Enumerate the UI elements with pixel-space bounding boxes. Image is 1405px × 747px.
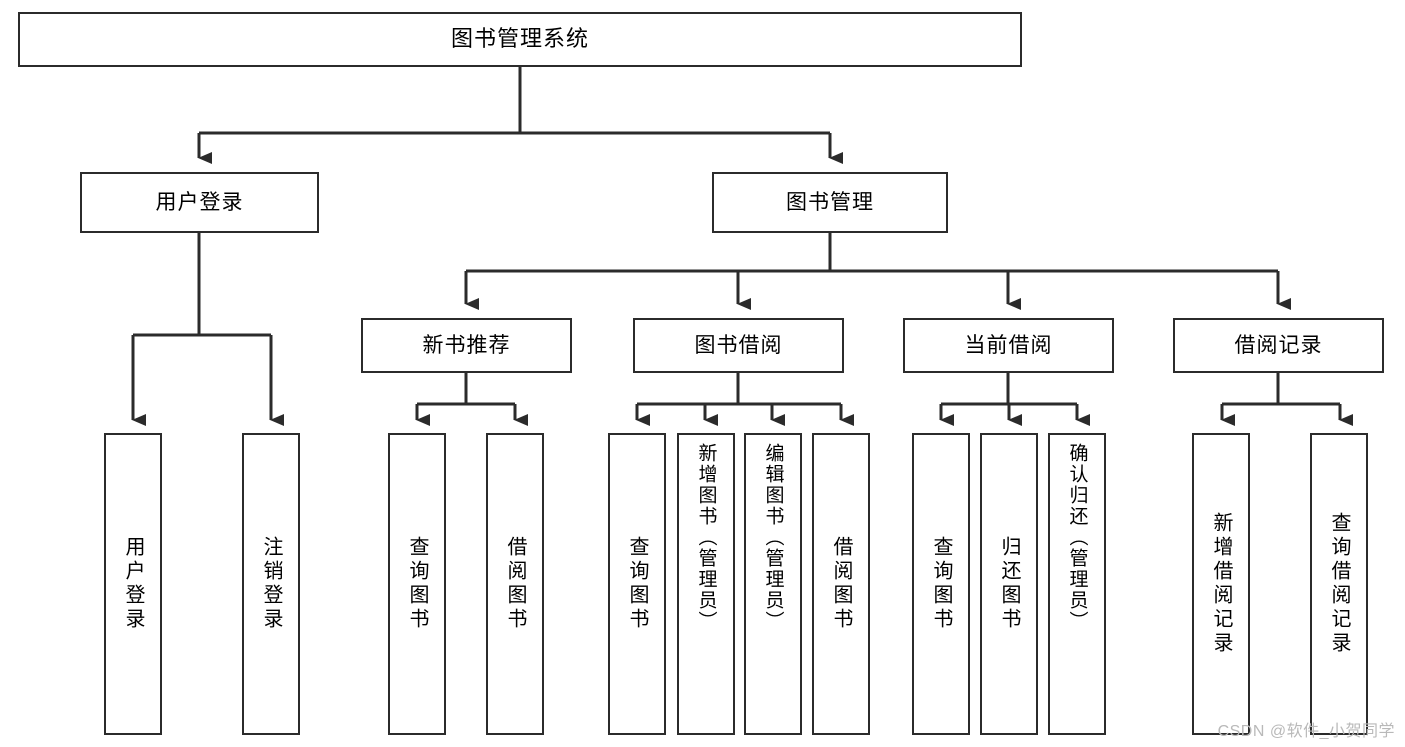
- leaf-return-book[interactable]: 归还图书: [980, 433, 1038, 735]
- leaf-add-book-label: 新增图书（管理员）: [695, 443, 717, 632]
- leaf-borrow-book-1[interactable]: 借阅图书: [486, 433, 544, 735]
- leaf-add-record-label: 新增借阅记录: [1210, 512, 1232, 656]
- node-borrow-record[interactable]: 借阅记录: [1173, 318, 1384, 373]
- leaf-edit-book-label: 编辑图书（管理员）: [762, 443, 784, 632]
- leaf-confirm-return-label: 确认归还（管理员）: [1066, 443, 1088, 632]
- node-user-login[interactable]: 用户登录: [80, 172, 319, 233]
- leaf-query-book-2[interactable]: 查询图书: [608, 433, 666, 735]
- node-book-borrow-label: 图书借阅: [694, 333, 783, 357]
- leaf-query-book-2-label: 查询图书: [626, 536, 648, 632]
- leaf-confirm-return[interactable]: 确认归还（管理员）: [1048, 433, 1106, 735]
- leaf-query-book-3-label: 查询图书: [930, 536, 952, 632]
- leaf-borrow-book-2[interactable]: 借阅图书: [812, 433, 870, 735]
- node-borrow-record-label: 借阅记录: [1234, 333, 1323, 357]
- node-new-book-rec-label: 新书推荐: [422, 333, 511, 357]
- leaf-add-record[interactable]: 新增借阅记录: [1192, 433, 1250, 735]
- node-root[interactable]: 图书管理系统: [18, 12, 1022, 67]
- csdn-watermark: CSDN @软件_小贺同学: [1217, 723, 1395, 740]
- node-root-label: 图书管理系统: [450, 26, 589, 52]
- node-user-login-label: 用户登录: [155, 190, 244, 214]
- leaf-logout[interactable]: 注销登录: [242, 433, 300, 735]
- leaf-borrow-book-1-label: 借阅图书: [504, 536, 526, 632]
- node-book-manage[interactable]: 图书管理: [712, 172, 948, 233]
- node-current-borrow[interactable]: 当前借阅: [903, 318, 1114, 373]
- leaf-return-book-label: 归还图书: [998, 536, 1020, 632]
- leaf-user-login[interactable]: 用户登录: [104, 433, 162, 735]
- leaf-query-record-label: 查询借阅记录: [1328, 512, 1350, 656]
- node-book-borrow[interactable]: 图书借阅: [633, 318, 844, 373]
- leaf-edit-book[interactable]: 编辑图书（管理员）: [744, 433, 802, 735]
- leaf-add-book[interactable]: 新增图书（管理员）: [677, 433, 735, 735]
- leaf-borrow-book-2-label: 借阅图书: [830, 536, 852, 632]
- node-current-borrow-label: 当前借阅: [964, 333, 1053, 357]
- leaf-query-book-1[interactable]: 查询图书: [388, 433, 446, 735]
- leaf-logout-label: 注销登录: [260, 536, 282, 632]
- node-new-book-rec[interactable]: 新书推荐: [361, 318, 572, 373]
- leaf-query-book-1-label: 查询图书: [406, 536, 428, 632]
- node-book-manage-label: 图书管理: [786, 190, 874, 214]
- leaf-user-login-label: 用户登录: [122, 536, 144, 632]
- leaf-query-record[interactable]: 查询借阅记录: [1310, 433, 1368, 735]
- leaf-query-book-3[interactable]: 查询图书: [912, 433, 970, 735]
